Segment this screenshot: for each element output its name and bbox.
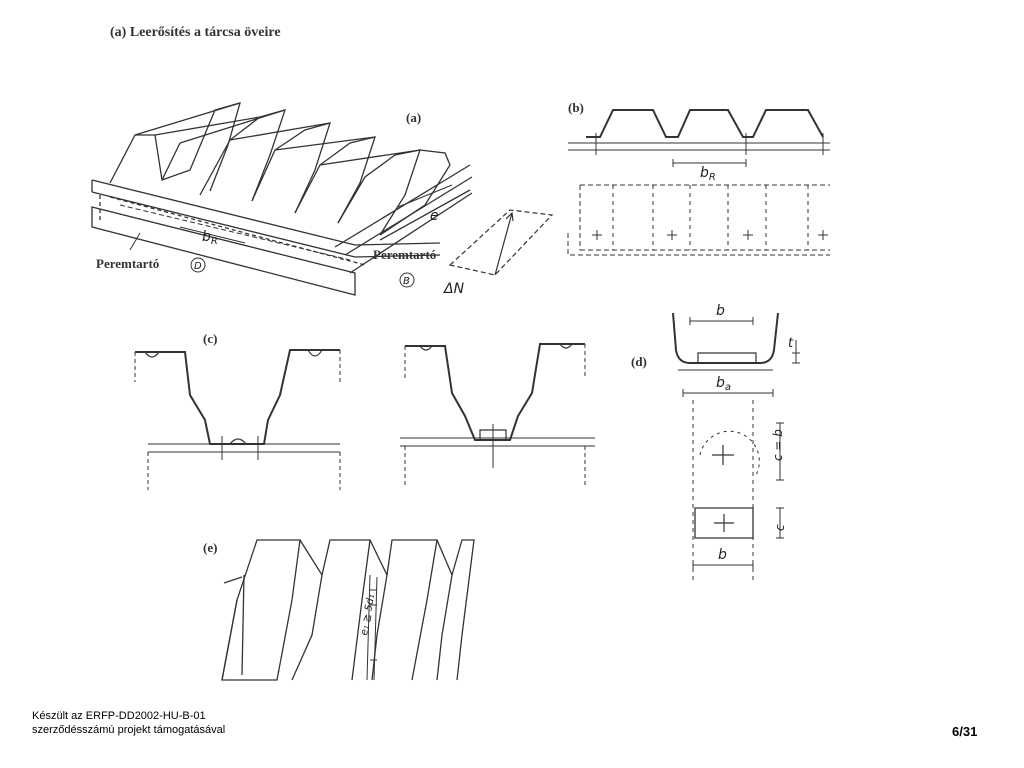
figure-c-right-detail (400, 338, 600, 488)
label-d: (d) (631, 354, 647, 369)
figure-a-sheeting-drawing: bR e D B (80, 95, 480, 305)
label-c: (c) (203, 331, 218, 346)
circle-marker-D (191, 258, 205, 272)
dim-bR-a-text: bR (202, 229, 218, 247)
svg-text:c: c (773, 524, 787, 531)
footer-credit-line1: Készült az ERFP-DD2002-HU-B-01 (32, 710, 206, 722)
dim-e-a (398, 185, 452, 207)
footer-credit: Készült az ERFP-DD2002-HU-B-01 szerződés… (32, 709, 225, 737)
label-a: (a) (406, 110, 422, 125)
figure-e-perspective: e₁ ≧ 5d₁ (212, 535, 502, 680)
footer-credit-line2: szerződésszámú projekt támogatásával (32, 724, 226, 736)
svg-text:t: t (788, 336, 794, 351)
figure-b-section-plan: bR (568, 105, 830, 260)
label-b: (b) (568, 100, 584, 115)
figure-d-detail: b t ba c = b c b (668, 303, 818, 580)
slide-title: (a) Leerősítés a tárcsa öveire (110, 25, 281, 40)
svg-text:D: D (194, 261, 202, 272)
page-number: 6/31 (952, 724, 978, 739)
plan-view-b (568, 185, 830, 255)
label-e: (e) (203, 540, 218, 555)
label-peremtarto-right: Peremtartó (373, 247, 437, 262)
svg-text:b: b (716, 303, 725, 319)
svg-text:b: b (718, 547, 727, 563)
dim-e-a-text: e (430, 208, 439, 224)
trapezoid-ribs (110, 103, 450, 235)
label-peremtarto-left: Peremtartó (96, 256, 160, 271)
fastener-line (120, 205, 350, 260)
edge-beam-front (92, 180, 440, 295)
circle-marker-B (400, 273, 414, 287)
svg-text:B: B (403, 276, 410, 287)
svg-text:ΔN: ΔN (443, 281, 465, 297)
svg-text:ba: ba (716, 375, 731, 393)
dim-bR-a (180, 227, 245, 243)
svg-text:bR: bR (700, 165, 716, 183)
figure-c-left-detail (130, 340, 345, 490)
svg-text:c = b: c = b (771, 429, 785, 461)
force-diagram-delta-n: ΔN (443, 205, 560, 297)
profile-b (586, 110, 823, 137)
